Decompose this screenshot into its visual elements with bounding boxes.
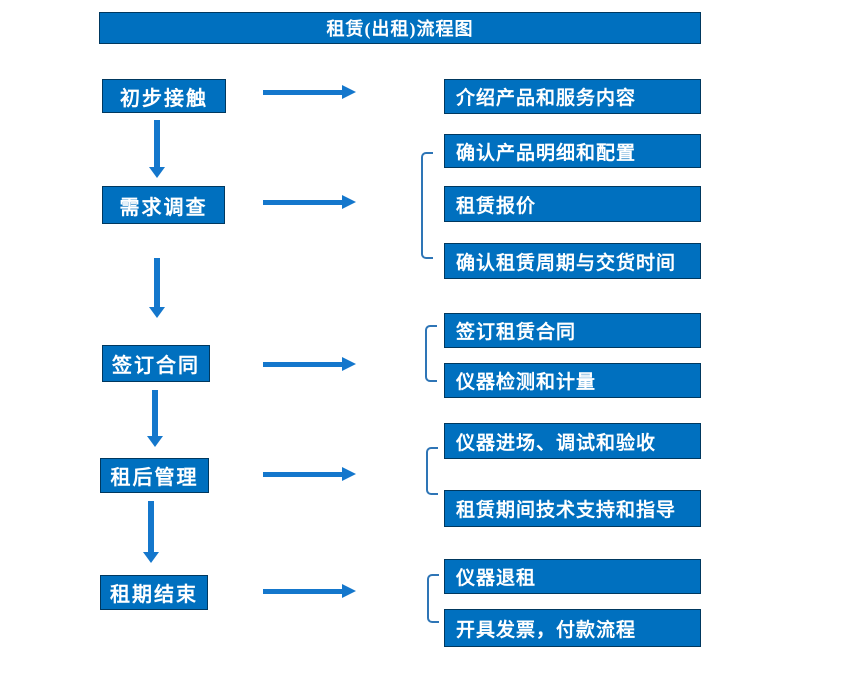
bracket-group-5 — [427, 574, 439, 623]
right-arrow-icon-3 — [263, 356, 356, 372]
detail-box-instrument-return: 仪器退租 — [444, 559, 701, 594]
bracket-group-4 — [426, 447, 438, 495]
detail-box-sign-rental-contract: 签订租赁合同 — [444, 313, 701, 348]
right-arrow-icon-1 — [263, 84, 356, 100]
detail-box-instrument-setup: 仪器进场、调试和验收 — [444, 423, 701, 459]
detail-box-tech-support: 租赁期间技术支持和指导 — [444, 490, 701, 527]
down-arrow-icon-1 — [149, 120, 165, 178]
step-box-rental-end: 租期结束 — [100, 575, 208, 610]
down-arrow-icon-2 — [149, 258, 165, 318]
down-arrow-icon-3 — [147, 390, 163, 447]
right-arrow-icon-4 — [263, 466, 356, 482]
bracket-group-3 — [425, 325, 437, 382]
step-box-sign-contract: 签订合同 — [102, 345, 210, 382]
down-arrow-icon-4 — [143, 501, 159, 563]
step-box-initial-contact: 初步接触 — [102, 79, 226, 113]
detail-box-confirm-details: 确认产品明细和配置 — [444, 134, 701, 168]
step-box-post-rental: 租后管理 — [100, 458, 209, 493]
right-arrow-icon-5 — [263, 583, 356, 599]
detail-box-invoice-payment: 开具发票，付款流程 — [444, 609, 701, 647]
detail-box-confirm-period: 确认租赁周期与交货时间 — [444, 243, 701, 279]
detail-box-instrument-testing: 仪器检测和计量 — [444, 363, 701, 398]
step-box-demand-survey: 需求调查 — [102, 186, 225, 224]
detail-box-introduce-products: 介绍产品和服务内容 — [444, 79, 701, 114]
detail-box-rental-quote: 租赁报价 — [444, 186, 701, 222]
right-arrow-icon-2 — [263, 194, 356, 210]
bracket-group-2 — [421, 152, 433, 259]
flowchart-title: 租赁(出租)流程图 — [99, 12, 701, 44]
